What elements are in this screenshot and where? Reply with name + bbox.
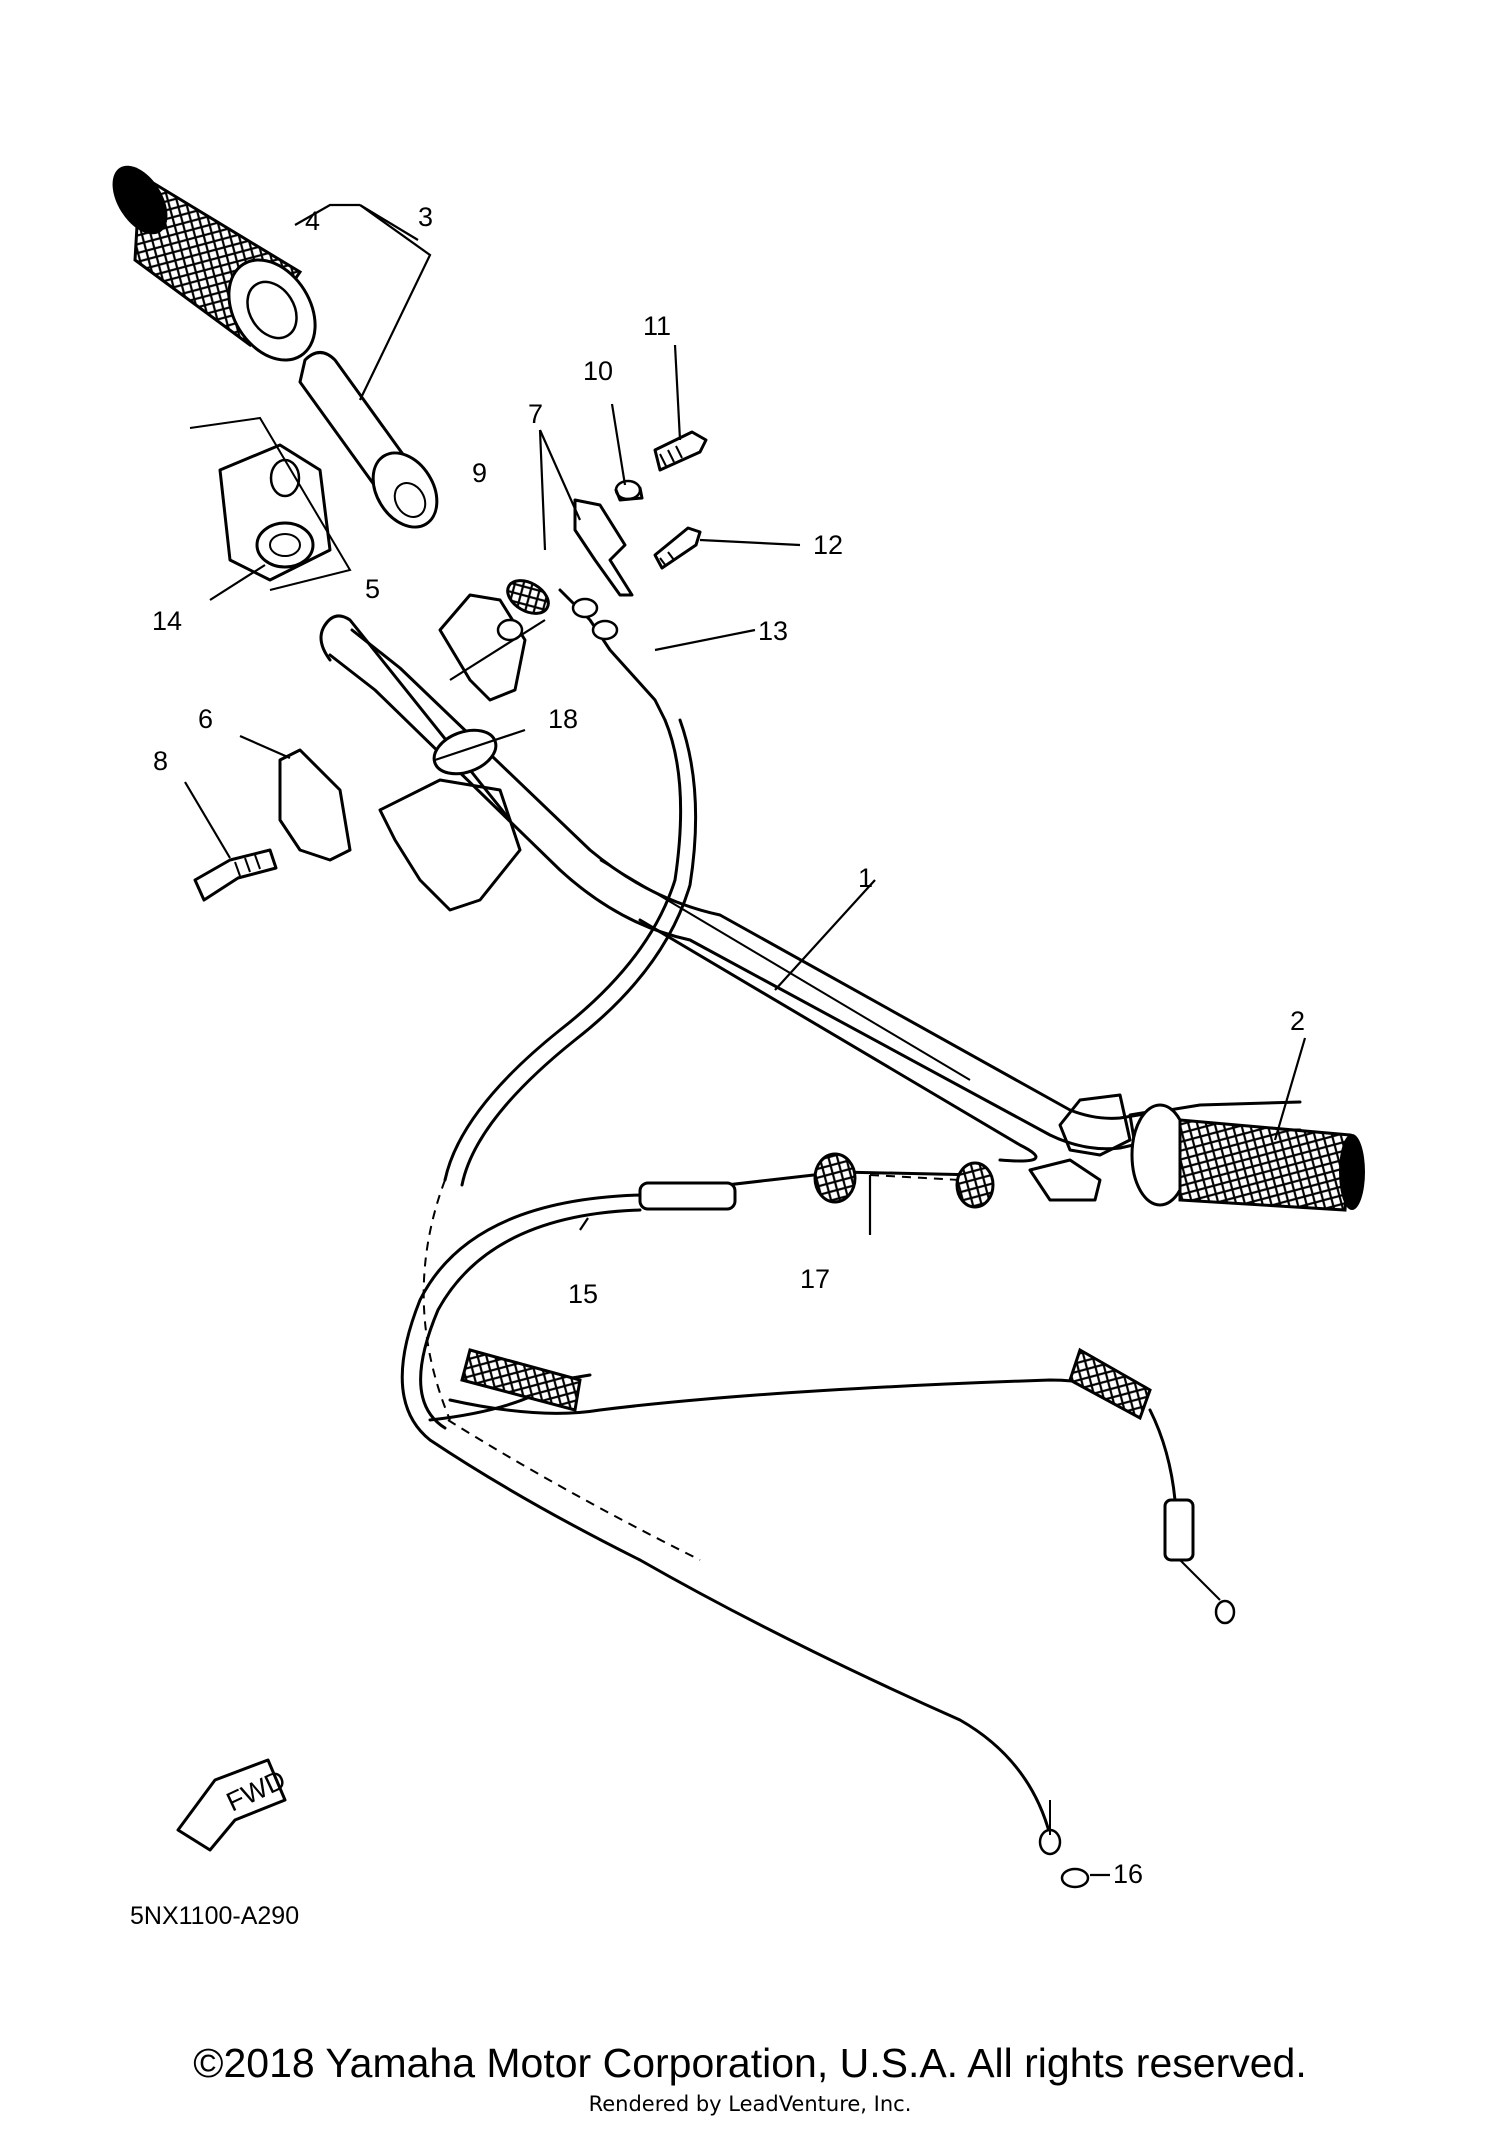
rendered-by-credit: Rendered by LeadVenture, Inc. — [588, 2092, 912, 2116]
leader-lines — [184, 203, 1307, 1877]
handlebar — [328, 628, 1302, 1163]
diagram-code: 5NX1100-A290 — [130, 1902, 300, 1930]
callout-14: 14 — [152, 606, 182, 636]
callout-18: 18 — [548, 704, 578, 734]
left-handlebar-end — [319, 614, 512, 822]
callout-4: 4 — [305, 206, 320, 236]
callout-1: 1 — [858, 863, 873, 893]
throttle-switch — [378, 728, 522, 912]
housing-cover — [573, 498, 634, 597]
throttle-cable-lower — [448, 1347, 1236, 1625]
right-grip — [1130, 1103, 1365, 1212]
cap-bolt — [193, 848, 278, 902]
callout-12: 12 — [813, 530, 843, 560]
callout-7: 7 — [528, 399, 543, 429]
callout-numbers: 1 2 3 4 5 6 7 8 9 10 11 12 13 14 15 16 1… — [152, 202, 1305, 1889]
screw-12 — [653, 526, 702, 570]
collar — [614, 479, 644, 502]
throttle-housing — [438, 593, 527, 702]
callout-8: 8 — [153, 746, 168, 776]
o-ring — [1060, 1867, 1090, 1889]
left-grip — [112, 165, 317, 362]
housing-cap — [278, 748, 352, 862]
callout-13: 13 — [758, 616, 788, 646]
callout-3: 3 — [418, 202, 433, 232]
cable-guide — [189, 416, 352, 591]
throttle-tube — [298, 351, 439, 529]
callout-15: 15 — [568, 1279, 598, 1309]
callout-2: 2 — [1290, 1006, 1305, 1036]
callout-16: 16 — [1113, 1859, 1143, 1889]
callout-10: 10 — [583, 356, 613, 386]
screw-11 — [653, 430, 708, 472]
callout-9: 9 — [472, 458, 487, 488]
hot-starter-adjuster — [638, 1152, 995, 1211]
adjuster — [506, 579, 550, 615]
callout-17: 17 — [800, 1264, 830, 1294]
clutch-cable — [400, 1193, 1062, 1856]
callout-11: 11 — [643, 311, 671, 341]
throttle-cable — [422, 588, 698, 1421]
callout-5: 5 — [365, 574, 380, 604]
callout-6: 6 — [198, 704, 213, 734]
copyright-notice: ©2018 Yamaha Motor Corporation, U.S.A. A… — [193, 2040, 1307, 2086]
forward-arrow: FWD — [176, 1758, 290, 1852]
